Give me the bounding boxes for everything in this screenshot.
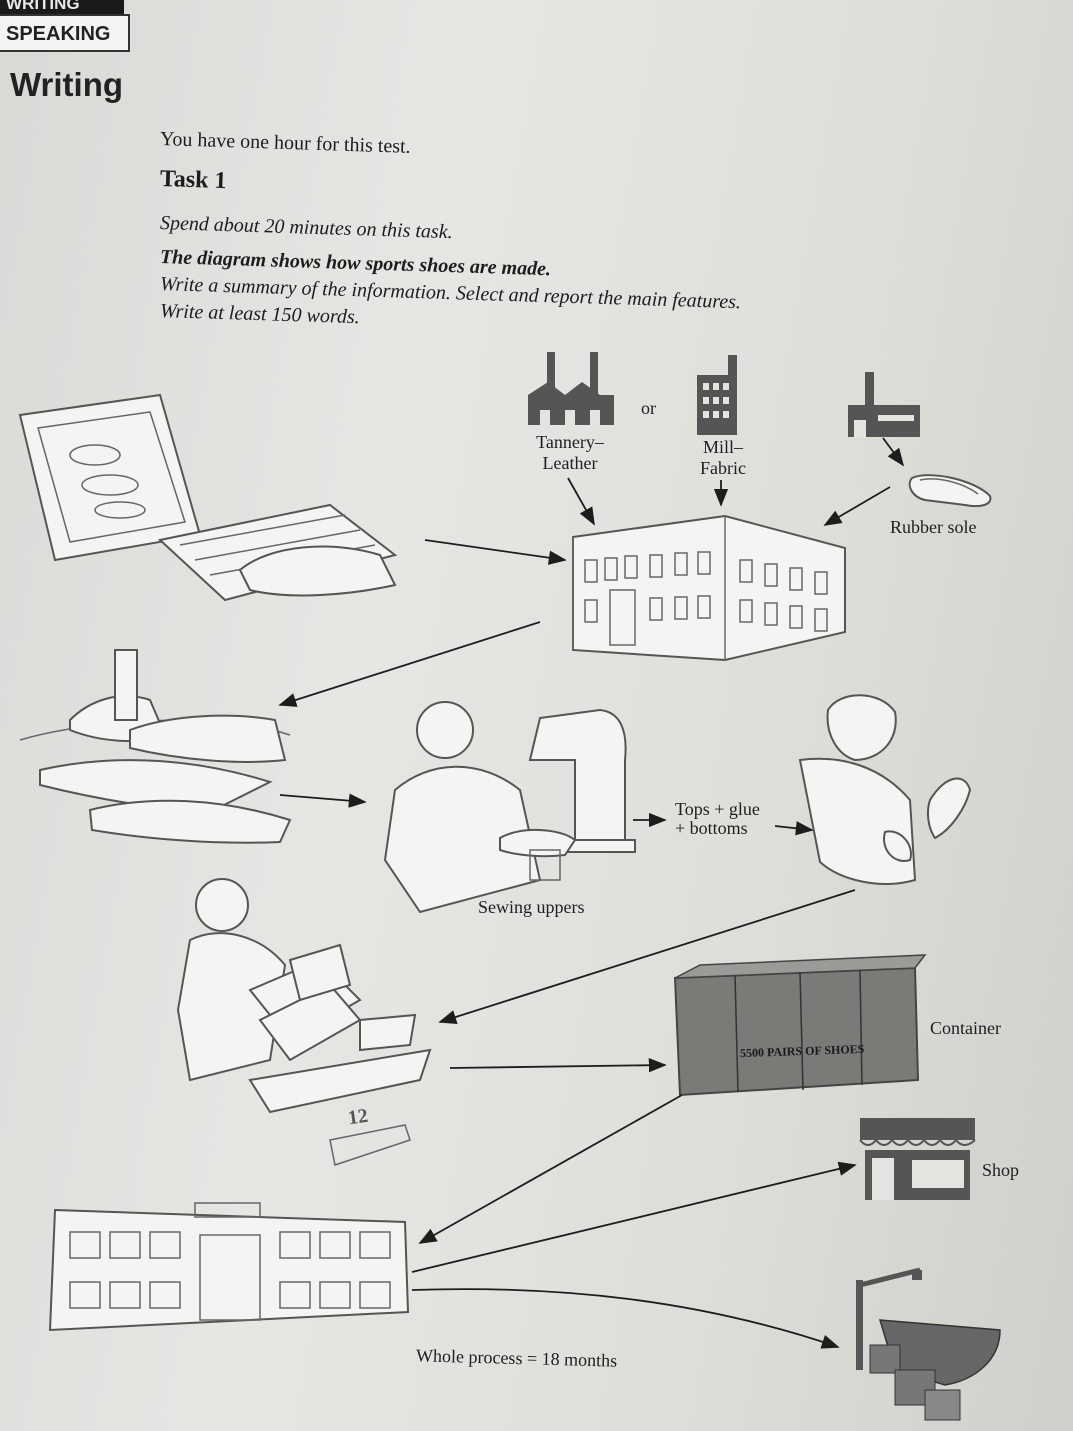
- tab-writing: WRITING: [0, 0, 124, 14]
- packing-worker-illustration: [176, 878, 432, 1166]
- mill-label: Mill– Fabric: [683, 437, 763, 479]
- container-label: Container: [930, 1018, 1001, 1038]
- mill-label-line1: Mill–: [702, 437, 743, 457]
- shop-icon: [859, 1118, 976, 1200]
- arrow-design-to-factory: [424, 539, 567, 565]
- shipping-container-illustration: [673, 954, 927, 1097]
- arrow-factory-to-cutting: [278, 621, 541, 707]
- tannery-label-line1: Tannery–: [536, 432, 604, 452]
- flow-arrows: [278, 437, 905, 1349]
- arrow-cutting-to-sewing: [279, 793, 367, 808]
- tops-glue-label: Tops + glue + bottoms: [675, 800, 760, 838]
- arrow-distribution-to-shop: [411, 1161, 857, 1273]
- tab-speaking: SPEAKING: [0, 14, 130, 52]
- or-label: or: [641, 398, 656, 418]
- rubber-sole-label: Rubber sole: [890, 517, 977, 537]
- section-tabs: WRITING SPEAKING: [0, 0, 140, 52]
- rubber-sole-illustration: [908, 474, 992, 508]
- rubber-factory-icon: [848, 372, 920, 437]
- shop-label: Shop: [982, 1160, 1020, 1180]
- computer-design-illustration: [18, 393, 398, 602]
- distribution-centre-illustration: [48, 1202, 410, 1332]
- gluing-worker-illustration: [798, 694, 972, 885]
- arrow-gluing-to-packing: [438, 889, 856, 1024]
- tops-glue-line2: + bottoms: [675, 818, 748, 838]
- section-heading: Writing: [10, 66, 124, 103]
- sewing-uppers-label: Sewing uppers: [478, 897, 585, 917]
- port-ship-icon: [856, 1267, 1001, 1421]
- arrow-rubber-factory-to-sole: [882, 437, 905, 467]
- arrow-tannery-to-factory: [567, 477, 595, 526]
- arrow-container-to-distribution: [418, 1094, 683, 1244]
- tops-glue-line1: Tops + glue: [675, 799, 760, 819]
- arrow-tops-to-gluing: [774, 821, 814, 836]
- arrow-sole-to-factory: [823, 486, 891, 526]
- factory-building-illustration: [572, 514, 846, 662]
- sewing-worker-illustration: [383, 701, 636, 914]
- cutting-pattern-illustration: [19, 649, 292, 844]
- box-count-label: 12: [346, 1104, 370, 1130]
- tannery-label: Tannery– Leather: [520, 432, 620, 474]
- mill-factory-icon: [697, 355, 737, 435]
- mill-label-line2: Fabric: [700, 458, 746, 478]
- arrow-distribution-to-port: [411, 1288, 840, 1349]
- tannery-label-line2: Leather: [542, 453, 598, 473]
- arrow-packing-to-container: [449, 1058, 667, 1073]
- tannery-factory-icon: [528, 352, 614, 425]
